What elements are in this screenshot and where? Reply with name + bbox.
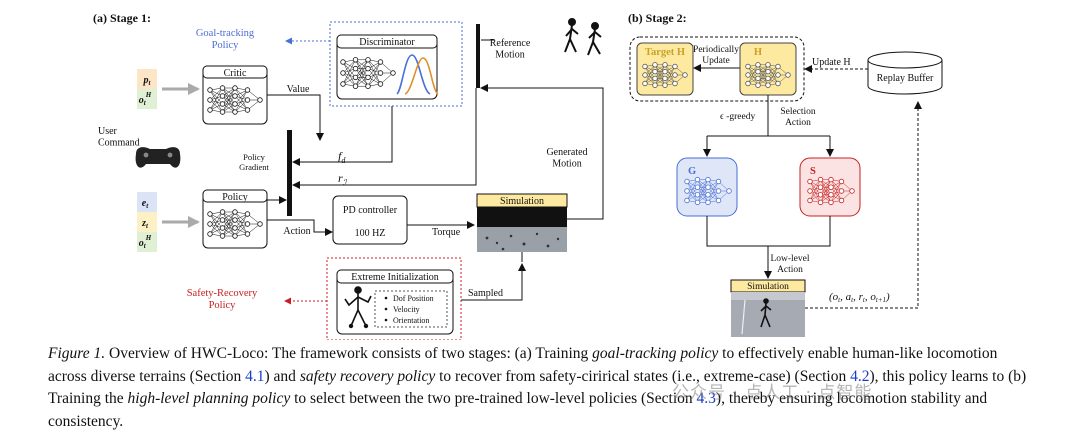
transition-tuple-label: (ot, at, rt, ot+1) — [829, 291, 890, 304]
sampled-label: Sampled — [468, 288, 503, 299]
discriminator-region — [329, 21, 463, 107]
simulation2-label: Simulation — [747, 282, 789, 292]
gamepad-icon — [135, 147, 181, 168]
simulation-label: Simulation — [500, 196, 544, 207]
policy-input-o — [137, 232, 157, 252]
watermark: 公众号 · 点人工 · 点智能 — [672, 383, 873, 403]
epsilon-greedy-label: ϵ -greedy — [720, 112, 755, 122]
value-label: Value — [287, 84, 310, 95]
distribution-curve-blue — [396, 54, 431, 95]
policy-input-e-label: et — [142, 198, 149, 210]
pd-hz-label: 100 HZ — [355, 228, 386, 239]
h-label: H — [754, 47, 762, 58]
h-network-icon — [745, 62, 791, 88]
target-h-network-icon — [642, 62, 688, 88]
critic-label: Critic — [224, 68, 247, 79]
policy-input-z — [137, 212, 157, 232]
update-h-label: Update H — [812, 57, 851, 68]
humanoid-skeleton-icon — [344, 286, 372, 329]
policy-network-icon — [207, 209, 263, 239]
g-network-icon — [684, 176, 732, 206]
torque-label: Torque — [432, 227, 461, 238]
simulation-view — [477, 207, 567, 227]
policy-input-z-label: zt — [141, 218, 149, 230]
policy-label: Policy — [222, 192, 248, 203]
init-items-box — [374, 290, 448, 328]
f-d-label: fd — [338, 149, 346, 165]
target-h-label: Target H — [645, 47, 685, 58]
simulation2-robot-icon — [760, 298, 772, 328]
policy-gradient-bar — [287, 130, 292, 216]
replay-buffer-label: Replay Buffer — [877, 73, 934, 84]
stage2-title: (b) Stage 2: — [628, 11, 687, 25]
critic-input-p — [137, 69, 157, 89]
critic-network-icon — [207, 85, 263, 115]
distribution-curve-orange — [404, 57, 439, 95]
extreme-init-label: Extreme Initialization — [351, 272, 438, 283]
figure-caption: Figure 1. Overview of HWC-Loco: The fram… — [48, 345, 1027, 430]
action-label: Action — [283, 226, 310, 237]
section-link-4-3[interactable]: 4.3 — [696, 390, 716, 407]
discriminator-label: Discriminator — [359, 37, 415, 48]
init-item-0: Dof Position — [393, 294, 434, 303]
pd-controller-box — [332, 195, 408, 245]
r-i-label: rℐ — [338, 171, 348, 187]
critic-input-p-label: pt — [143, 75, 152, 87]
section-link-4-1[interactable]: 4.1 — [245, 367, 265, 385]
policy-input-e — [137, 192, 157, 212]
g-label: G — [688, 166, 696, 177]
discriminator-network-icon — [340, 57, 396, 89]
section-link-4-2[interactable]: 4.2 — [850, 367, 870, 385]
init-item-2: Orientation — [393, 316, 429, 325]
s-label: S — [810, 166, 816, 177]
critic-input-o — [137, 89, 157, 109]
reference-bar — [476, 24, 480, 88]
s-network-icon — [807, 176, 855, 206]
init-item-1: Velocity — [393, 305, 420, 314]
caption-label: Figure 1. — [48, 345, 106, 362]
stage1-title: (a) Stage 1: — [93, 11, 151, 25]
simulation-terrain — [477, 227, 567, 252]
walking-person-icons — [564, 18, 602, 56]
replay-buffer-cylinder — [867, 51, 943, 95]
pd-controller-label: PD controller — [343, 205, 398, 216]
